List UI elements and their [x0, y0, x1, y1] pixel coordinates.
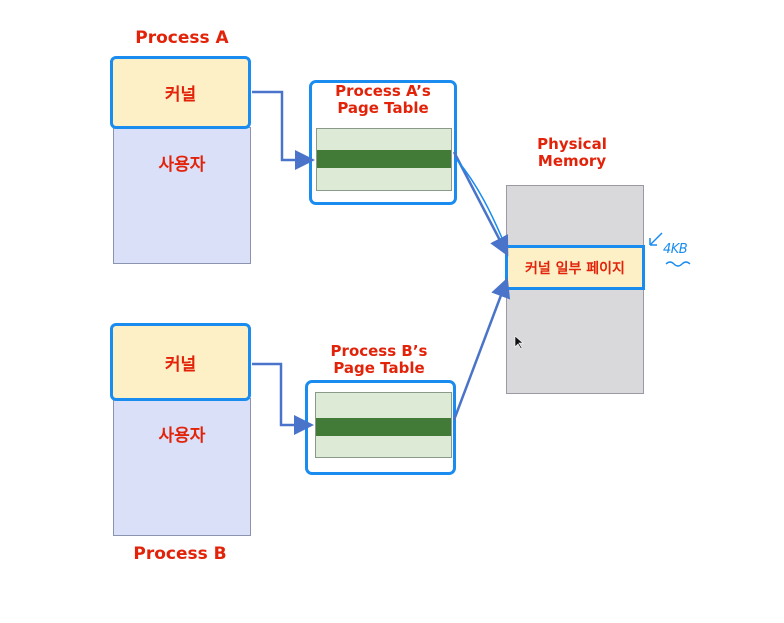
process-b-user-area: 사용자 [113, 398, 251, 536]
arrow-pagetable-a-to-memory [452, 151, 509, 257]
process-b-user-label: 사용자 [158, 426, 206, 446]
handwritten-squiggle [665, 261, 691, 267]
page-table-a-kernel-entry [317, 150, 451, 168]
arrow-kernel-b-to-pagetable-b [252, 362, 314, 435]
page-table-a-title: Process A’s Page Table [316, 82, 450, 118]
page-table-b [305, 380, 456, 475]
process-b-kernel-label: 커널 [164, 354, 197, 375]
process-a-kernel-area: 커널 [110, 56, 251, 129]
page-table-b-entries [315, 392, 452, 458]
kernel-shared-page-label: 커널 일부 페이지 [525, 260, 625, 277]
process-b-title: Process B [133, 544, 227, 564]
page-table-a-entries [316, 128, 452, 191]
process-a-kernel-label: 커널 [164, 85, 197, 105]
page-table-b-kernel-entry [316, 418, 451, 436]
process-b-kernel-area: 커널 [110, 323, 251, 401]
page-table-a-title-line2: Page Table [337, 99, 429, 118]
size-annotation: 4KB [663, 242, 688, 257]
mouse-cursor-icon [514, 335, 524, 350]
page-table-b-title-line1: Process B’s [330, 342, 428, 360]
physical-memory-title-line2: Memory [537, 152, 607, 171]
process-a-title: Process A [135, 28, 229, 48]
process-a-user-area: 사용자 [113, 127, 251, 264]
arrow-kernel-a-to-pagetable-a [252, 90, 315, 170]
page-table-b-title-line2: Page Table [333, 359, 425, 378]
handwritten-pointer-icon [649, 232, 663, 246]
arrow-pagetable-b-to-memory [452, 277, 511, 421]
page-table-b-title: Process B’s Page Table [312, 342, 446, 378]
physical-memory-title: Physical Memory [512, 135, 632, 171]
kernel-shared-page: 커널 일부 페이지 [505, 245, 645, 290]
handwritten-curve [456, 159, 503, 239]
physical-memory-title-line1: Physical [537, 135, 607, 153]
page-table-a-title-line1: Process A’s [335, 82, 431, 100]
page-table-a [309, 80, 457, 205]
process-a-user-label: 사용자 [158, 155, 206, 175]
